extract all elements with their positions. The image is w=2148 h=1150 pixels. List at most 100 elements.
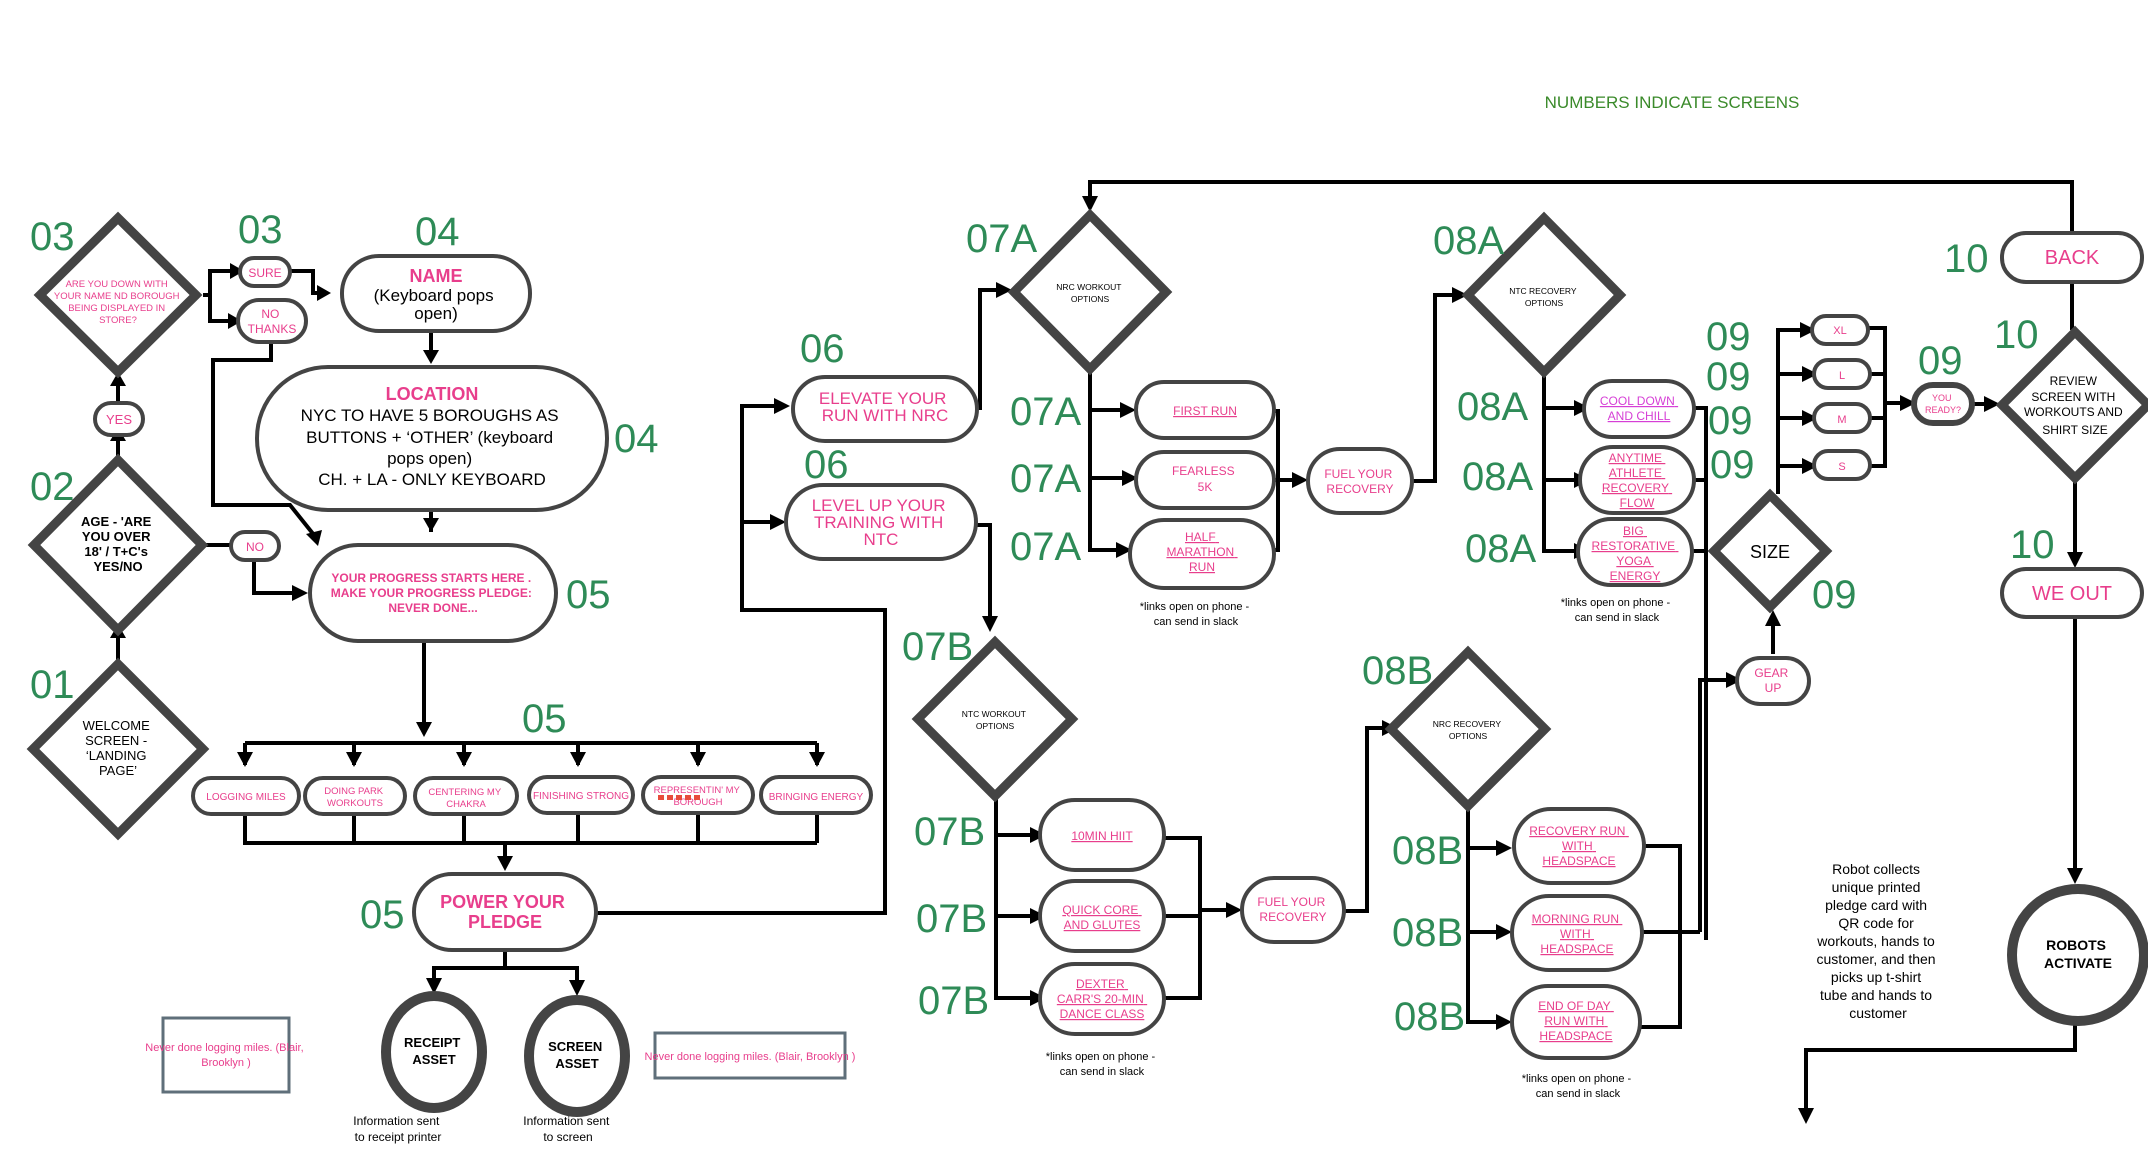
workout-fearless-5k-link[interactable]: FEARLESS 5K bbox=[1134, 450, 1276, 510]
name-input-node[interactable]: NAME (Keyboard pops open) bbox=[340, 254, 532, 333]
recovery-run-headspace-link[interactable]: RECOVERY RUN WITH HEADSPACE bbox=[1512, 807, 1646, 885]
ready-button[interactable]: YOU READY? bbox=[1911, 382, 1975, 426]
arrowheads bbox=[110, 196, 2083, 1124]
svg-text:XL: XL bbox=[1833, 325, 1846, 337]
svg-text:FIRST RUN: FIRST RUN bbox=[1173, 404, 1237, 418]
robot-note: Robot collects unique printed pledge car… bbox=[1816, 861, 1939, 1021]
no-thanks-button[interactable]: NO THANKS bbox=[236, 298, 308, 344]
workout-quick-core-link[interactable]: QUICK CORE AND GLUTES bbox=[1038, 879, 1166, 953]
svg-text:(Keyboard pops open): (Keyboard pops open) bbox=[374, 286, 499, 323]
spellcheck-marks bbox=[658, 795, 700, 800]
screen-number: 09 bbox=[1706, 355, 1751, 399]
legend-text: NUMBERS INDICATE SCREENS bbox=[1545, 93, 1800, 112]
ntc-workout-options-node[interactable]: NTC WORKOUT OPTIONS bbox=[911, 635, 1079, 803]
age-check-node[interactable]: AGE - 'ARE YOU OVER 18' / T+C's YES/NO bbox=[27, 453, 209, 637]
links-note: *links open on phone - can send in slack bbox=[1522, 1073, 1635, 1100]
pledge-option-logging-miles[interactable]: LOGGING MILES bbox=[191, 776, 301, 816]
fuel-recovery-a-node[interactable]: FUEL YOUR RECOVERY bbox=[1306, 447, 1414, 515]
svg-text:ARE YOU DOWN WITH YOUR N: ARE YOU DOWN WITH YOUR NAME ND BOROUGH B… bbox=[54, 279, 182, 326]
screen-number: 05 bbox=[566, 573, 611, 617]
svg-text:LOGGING MILES: LOGGING MILES bbox=[206, 792, 286, 803]
size-s-button[interactable]: S bbox=[1812, 449, 1872, 481]
workout-half-marathon-link[interactable]: HALF MARATHON RUN bbox=[1128, 518, 1276, 590]
progress-pledge-node[interactable]: YOUR PROGRESS STARTS HERE . MAKE YOUR PR… bbox=[308, 543, 558, 643]
screen-asset-node[interactable]: SCREEN ASSET bbox=[524, 995, 630, 1117]
no-button[interactable]: NO bbox=[229, 530, 281, 562]
screen-number: 05 bbox=[522, 697, 567, 741]
svg-text:COOL DOWN AND CHILL: COOL DOWN AND CHILL bbox=[1600, 394, 1678, 423]
consent-question-node[interactable]: ARE YOU DOWN WITH YOUR NAME ND BOROUGH B… bbox=[33, 211, 203, 379]
ntc-recovery-options-node[interactable]: NTC RECOVERY OPTIONS bbox=[1461, 211, 1627, 379]
nrc-recovery-options-node[interactable]: NRC RECOVERY OPTIONS bbox=[1384, 645, 1552, 813]
ntc-option-node[interactable]: LEVEL UP YOUR TRAINING WITH NTC bbox=[784, 483, 978, 561]
sure-button[interactable]: SURE bbox=[238, 256, 292, 288]
screen-note: Information sent to screen bbox=[523, 1114, 612, 1144]
gear-up-button[interactable]: GEAR UP bbox=[1735, 656, 1811, 706]
workout-first-run-link[interactable]: FIRST RUN bbox=[1134, 380, 1276, 440]
screen-preview-box: Never done logging miles. (Blair, Brookl… bbox=[645, 1031, 855, 1080]
screen-number: 09 bbox=[1708, 399, 1753, 443]
screen-number: 08B bbox=[1362, 649, 1433, 693]
screen-number: 05 bbox=[360, 893, 405, 937]
svg-text:DOING PARK WORKOUTS: DOING PARK WORKOUTS bbox=[324, 786, 386, 809]
svg-text:FUEL YOUR RECOVERY: FUEL YOUR RECOVERY bbox=[1324, 467, 1395, 496]
power-pledge-node[interactable]: POWER YOUR PLEDGE bbox=[412, 872, 598, 952]
svg-text:ANYTIME ATHLETE RE: ANYTIME ATHLETE RECOVERY FLOW bbox=[1602, 451, 1672, 510]
size-l-button[interactable]: L bbox=[1812, 358, 1872, 390]
recovery-cool-down-link[interactable]: COOL DOWN AND CHILL bbox=[1582, 379, 1696, 439]
workout-dexter-carr-link[interactable]: DEXTER CARR'S 20-MIN DANCE CLASS bbox=[1038, 962, 1166, 1036]
end-of-day-run-headspace-link[interactable]: END OF DAY RUN WITH HEADSPACE bbox=[1510, 984, 1642, 1060]
pledge-option-chakra[interactable]: CENTERING MY CHAKRA bbox=[413, 776, 519, 816]
svg-text:M: M bbox=[1837, 414, 1846, 426]
svg-text:YES: YES bbox=[106, 412, 132, 427]
svg-text:BRINGING ENERGY: BRINGING ENERGY bbox=[769, 792, 864, 803]
svg-text:Never done logging miles. (Bla: Never done logging miles. (Blair, Brookl… bbox=[145, 1042, 306, 1069]
yes-button[interactable]: YES bbox=[93, 401, 145, 437]
size-m-button[interactable]: M bbox=[1812, 402, 1872, 434]
welcome-screen-node[interactable]: WELCOME SCREEN - ‘LANDING PAGE’ bbox=[26, 657, 210, 841]
svg-text:BIG RESTORATIVE YO: BIG RESTORATIVE YOGA ENERGY bbox=[1592, 524, 1679, 583]
location-input-node[interactable]: LOCATION NYC TO HAVE 5 BOROUGHS AS BUTTO… bbox=[255, 365, 609, 512]
nrc-option-node[interactable]: ELEVATE YOUR RUN WITH NRC bbox=[791, 375, 979, 443]
recovery-restorative-yoga-link[interactable]: BIG RESTORATIVE YOGA ENERGY bbox=[1576, 517, 1694, 587]
svg-text:ELEVATE YOUR RUN WITH NR: ELEVATE YOUR RUN WITH NRC bbox=[819, 389, 951, 425]
svg-text:DEXTER CARR'S 20-MIN: DEXTER CARR'S 20-MIN DANCE CLASS bbox=[1057, 977, 1147, 1021]
links-note: *links open on phone - can send in slack bbox=[1046, 1051, 1159, 1078]
svg-text:END OF DAY RUN WITH: END OF DAY RUN WITH HEADSPACE bbox=[1538, 999, 1614, 1043]
recovery-anytime-athlete-link[interactable]: ANYTIME ATHLETE RECOVERY FLOW bbox=[1578, 445, 1696, 515]
screen-number: 10 bbox=[1994, 313, 2039, 357]
size-selector-node[interactable]: SIZE bbox=[1707, 488, 1833, 614]
nrc-workout-options-node[interactable]: NRC WORKOUT OPTIONS bbox=[1007, 208, 1173, 376]
pledge-option-borough[interactable]: REPRESENTIN' MY BOROUGH bbox=[641, 775, 755, 815]
svg-text:ROBOTS ACTIVATE: ROBOTS ACTIVATE bbox=[2044, 937, 2112, 971]
screen-number: 07A bbox=[1010, 525, 1081, 569]
size-xl-button[interactable]: XL bbox=[1810, 314, 1870, 346]
svg-text:NTC RECOVERY OPTIONS: NTC RECOVERY OPTIONS bbox=[1509, 286, 1579, 308]
we-out-button[interactable]: WE OUT bbox=[2000, 567, 2144, 619]
svg-text:QUICK CORE AND GLUTES: QUICK CORE AND GLUTES bbox=[1062, 903, 1141, 932]
pledge-option-bringing-energy[interactable]: BRINGING ENERGY bbox=[759, 775, 873, 815]
svg-text:SCREEN ASSET: SCREEN ASSET bbox=[548, 1039, 606, 1071]
morning-run-headspace-link[interactable]: MORNING RUN WITH HEADSPACE bbox=[1510, 894, 1644, 972]
screen-number: 08A bbox=[1433, 219, 1504, 263]
fuel-recovery-b-node[interactable]: FUEL YOUR RECOVERY bbox=[1240, 876, 1346, 944]
screen-number: 10 bbox=[1944, 237, 1989, 281]
screen-number: 07A bbox=[966, 217, 1037, 261]
robots-activate-node[interactable]: ROBOTS ACTIVATE bbox=[2007, 884, 2148, 1026]
back-button[interactable]: BACK bbox=[2000, 231, 2144, 284]
pledge-option-finishing-strong[interactable]: FINISHING STRONG bbox=[527, 775, 635, 815]
svg-text:WELCOME SCREEN - ‘: WELCOME SCREEN - ‘LANDING PAGE’ bbox=[83, 718, 154, 778]
screen-number: 08A bbox=[1462, 455, 1533, 499]
screen-number: 02 bbox=[30, 465, 75, 509]
svg-text:NTC WORKOUT OPTIONS: NTC WORKOUT OPTIONS bbox=[962, 709, 1028, 731]
svg-text:SURE: SURE bbox=[248, 266, 281, 280]
svg-text:FUEL YOUR RECOVERY: FUEL YOUR RECOVERY bbox=[1257, 895, 1328, 924]
review-screen-node[interactable]: REVIEW SCREEN WITH WORKOUTS AND SHIRT SI… bbox=[1995, 325, 2148, 485]
screen-number: 07A bbox=[1010, 457, 1081, 501]
receipt-asset-node[interactable]: RECEIPT ASSET bbox=[381, 991, 487, 1113]
svg-text:YOUR PROGRESS STARTS HERE .: YOUR PROGRESS STARTS HERE . MAKE YOUR PR… bbox=[331, 571, 535, 615]
workout-10min-hiit-link[interactable]: 10MIN HIIT bbox=[1038, 798, 1166, 872]
screen-number: 06 bbox=[804, 443, 849, 487]
pledge-option-park-workouts[interactable]: DOING PARK WORKOUTS bbox=[303, 776, 407, 816]
